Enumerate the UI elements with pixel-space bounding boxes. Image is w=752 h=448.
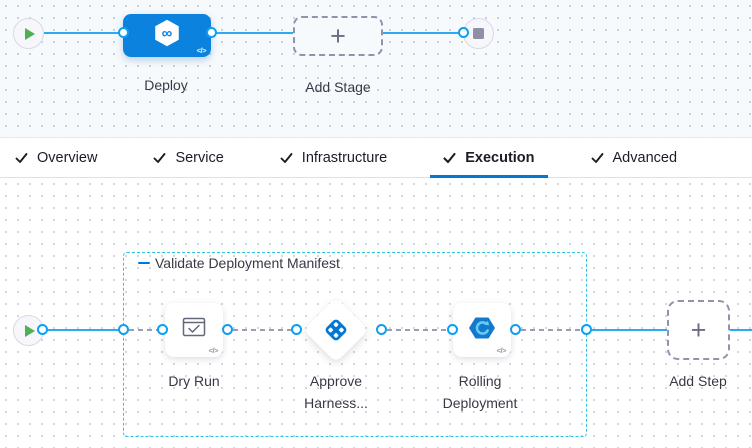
plus-icon: +	[330, 20, 346, 51]
step-label: Dry Run	[168, 373, 220, 389]
connection-point	[157, 324, 168, 335]
step-node-dry-run[interactable]: </>	[165, 303, 223, 357]
connector-line	[44, 32, 125, 34]
rolling-deployment-icon	[468, 315, 496, 346]
add-step-label: Add Step	[669, 373, 727, 389]
step-group-header[interactable]: Validate Deployment Manifest	[138, 255, 340, 271]
step-label: Approve Harness...	[304, 373, 368, 411]
play-icon	[25, 324, 35, 337]
stage-canvas: ∞ </> + Deploy Add Stage	[0, 0, 752, 137]
step-group-label: Validate Deployment Manifest	[155, 255, 340, 271]
approval-icon	[321, 315, 351, 345]
tab-overview[interactable]: Overview	[2, 138, 110, 177]
stage-tabbar: Overview Service Infrastructure Executio…	[0, 137, 752, 178]
connector-line-dashed	[521, 329, 583, 331]
check-icon	[591, 152, 604, 164]
connector-line-dashed	[387, 329, 449, 331]
collapse-icon[interactable]	[138, 261, 150, 265]
step-group-validate-deployment-manifest: Validate Deployment Manifest	[123, 252, 587, 437]
connection-point	[447, 324, 458, 335]
code-icon: </>	[196, 46, 207, 55]
tab-label: Service	[175, 149, 224, 166]
connector-line	[214, 32, 293, 34]
tab-service[interactable]: Service	[140, 138, 236, 177]
tab-infrastructure[interactable]: Infrastructure	[267, 138, 400, 177]
step-node-rolling-deployment[interactable]: </>	[453, 303, 511, 357]
plus-icon: +	[690, 314, 707, 345]
connection-point	[118, 324, 129, 335]
dry-run-icon	[182, 317, 206, 343]
connection-point	[376, 324, 387, 335]
connector-line-dashed	[233, 329, 293, 331]
connection-point	[581, 324, 592, 335]
pipeline-start-node[interactable]	[13, 18, 44, 49]
add-step-button[interactable]: +	[667, 300, 730, 360]
connection-point	[458, 27, 469, 38]
connector-line-dashed	[129, 329, 159, 331]
stage-node-deploy[interactable]: ∞ </>	[123, 14, 211, 57]
harness-cd-icon: ∞	[152, 18, 182, 53]
tab-label: Infrastructure	[301, 149, 388, 166]
check-icon	[443, 152, 456, 164]
check-icon	[280, 152, 293, 164]
connector-line	[592, 329, 667, 331]
connection-point	[118, 27, 129, 38]
tab-label: Overview	[37, 149, 98, 166]
tab-label: Execution	[465, 149, 535, 166]
connection-point	[510, 324, 521, 335]
stop-icon	[473, 28, 484, 39]
connection-point	[222, 324, 233, 335]
stage-label: Deploy	[144, 77, 188, 93]
check-icon	[15, 152, 28, 164]
connection-point	[206, 27, 217, 38]
code-icon: </>	[496, 346, 507, 355]
check-icon	[153, 152, 166, 164]
add-stage-button[interactable]: +	[293, 16, 383, 56]
code-icon: </>	[208, 346, 219, 355]
tab-advanced[interactable]: Advanced	[578, 138, 691, 177]
connector-line	[383, 32, 463, 34]
tab-execution[interactable]: Execution	[430, 138, 548, 178]
execution-canvas: Validate Deployment Manifest </>	[0, 178, 752, 448]
connector-line	[730, 329, 752, 331]
step-label: Rolling Deployment	[442, 373, 518, 411]
add-stage-label: Add Stage	[305, 79, 371, 95]
svg-text:∞: ∞	[162, 25, 173, 42]
connection-point	[291, 324, 302, 335]
connector-line	[44, 329, 123, 331]
tab-label: Advanced	[612, 149, 678, 166]
play-icon	[25, 27, 35, 40]
connection-point	[37, 324, 48, 335]
